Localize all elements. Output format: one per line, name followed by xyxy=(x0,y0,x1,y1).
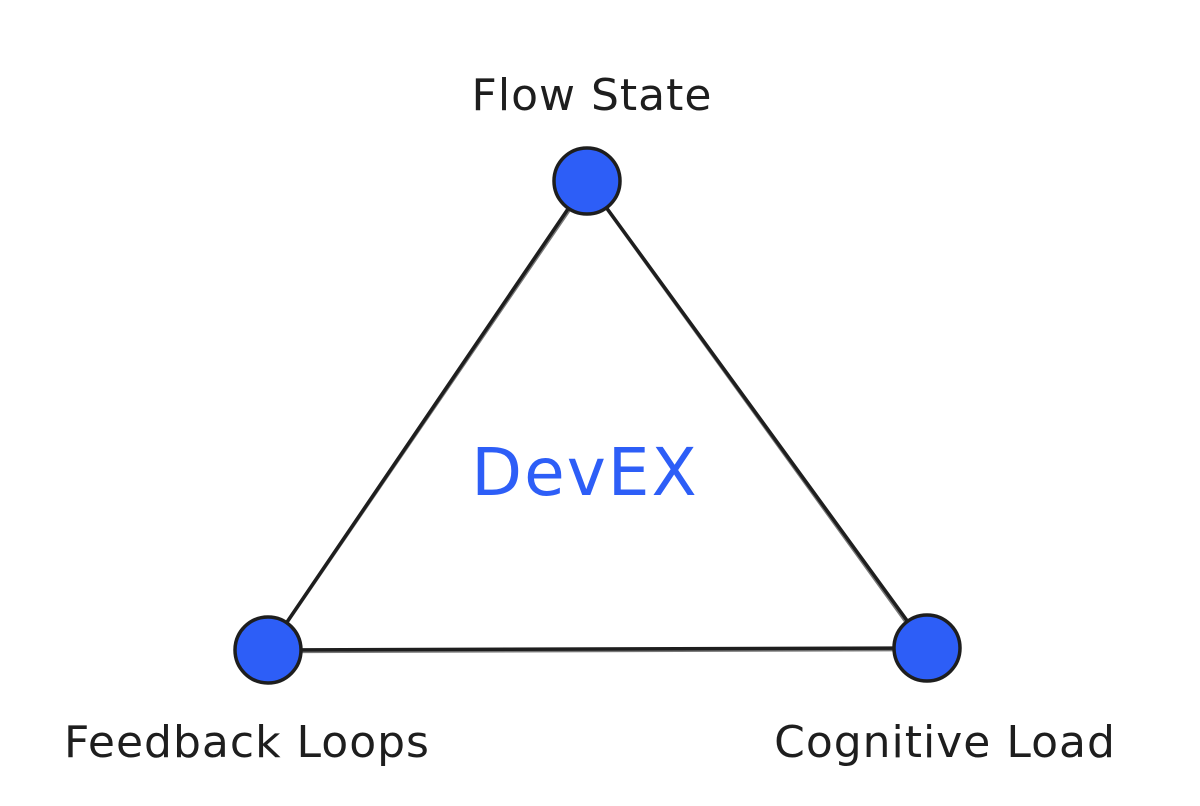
node-right xyxy=(892,613,962,683)
node-label-cognitive-load: Cognitive Load xyxy=(774,717,1116,768)
node-top xyxy=(552,146,622,216)
node-label-feedback-loops: Feedback Loops xyxy=(64,717,430,768)
edge-left-right-sketch xyxy=(267,647,928,654)
edges-group xyxy=(265,179,929,654)
edge-top-right-sketch xyxy=(586,180,928,652)
node-label-flow-state: Flow State xyxy=(472,70,713,121)
nodes-group xyxy=(233,146,962,685)
center-label: DevEX xyxy=(471,434,698,511)
node-left xyxy=(233,615,303,685)
edge-top-left-sketch xyxy=(265,180,590,654)
